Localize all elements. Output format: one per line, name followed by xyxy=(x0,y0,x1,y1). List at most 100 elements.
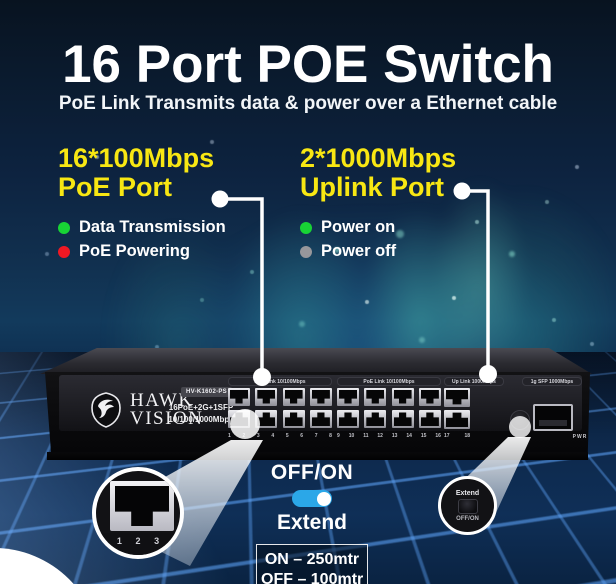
legend-label: PoE Powering xyxy=(79,242,190,261)
port-number: 3 xyxy=(154,536,160,546)
page-title: 16 Port POE Switch xyxy=(62,35,554,94)
rj45-port xyxy=(337,410,359,428)
highlight-spot-poe-port xyxy=(230,409,260,439)
spec-text: 16PoE+2G+1SFP 10/100/1000Mbps xyxy=(155,402,247,425)
range-info-box: ON – 250mtr OFF – 100mtr xyxy=(256,544,368,584)
legend-item-poe-powering: PoE Powering xyxy=(58,242,226,261)
extend-controls: OFF/ON Extend ON – 250mtr OFF – 100mtr xyxy=(247,461,377,584)
port-number: 17 xyxy=(444,433,450,439)
callout-poe-heading-line1: 16*100Mbps xyxy=(58,143,215,173)
uplink-port-group xyxy=(444,388,470,429)
highlight-spot-extend-button xyxy=(509,416,531,438)
rj45-port xyxy=(391,410,414,428)
magnified-extend-button xyxy=(457,498,478,514)
magnified-port-numbers: 1 2 3 xyxy=(96,533,180,555)
port-group2-label: PoE Link 10/100Mbps xyxy=(337,377,441,386)
port-number: 18 xyxy=(464,433,470,439)
port-number: 16 xyxy=(435,433,441,439)
switch-top-face xyxy=(40,348,592,374)
port-number: 9 xyxy=(337,433,340,439)
hawk-emblem-icon xyxy=(91,392,121,428)
legend-label: Data Transmission xyxy=(79,218,226,237)
magnified-extend-label: Extend xyxy=(455,489,480,497)
port-number: 14 xyxy=(406,433,412,439)
magnified-offon-label: OFF/ON xyxy=(456,515,479,522)
spec-line1: 16PoE+2G+1SFP xyxy=(168,403,234,412)
connector-dot xyxy=(211,190,229,208)
magnifier-circle-rj45: 1 2 3 xyxy=(92,467,184,559)
rj45-port xyxy=(309,410,332,428)
legend-item-power-on: Power on xyxy=(300,218,456,237)
range-on-line: ON – 250mtr xyxy=(264,551,360,568)
red-led-icon xyxy=(58,245,70,258)
off-on-label: OFF/ON xyxy=(270,461,354,484)
port-number: 5 xyxy=(285,433,289,439)
pwr-led-label: PWR xyxy=(572,434,588,440)
gray-led-icon xyxy=(300,245,312,258)
rj45-port xyxy=(391,388,414,406)
extend-label: Extend xyxy=(276,511,347,534)
port-group1-label: PoE Link 10/100Mbps xyxy=(228,377,332,386)
rj45-port xyxy=(444,410,470,429)
brand-line1: HAWK xyxy=(130,390,194,411)
uplink-label: Up Link 1000Mbps xyxy=(444,377,504,386)
port-number: 12 xyxy=(377,433,383,439)
legend-label: Power off xyxy=(321,242,397,261)
connector-dot xyxy=(479,365,497,383)
callout-poe-ports: 16*100Mbps PoE Port Data Transmission Po… xyxy=(58,143,226,261)
connector-dot xyxy=(253,368,271,386)
callout-poe-heading-line2: PoE Port xyxy=(58,172,173,203)
port-number: 10 xyxy=(348,433,355,439)
switch-bottom-edge xyxy=(47,452,588,460)
connector-dot xyxy=(453,182,471,200)
sfp-slot xyxy=(533,404,573,431)
page-subtitle: PoE Link Transmits data & power over a E… xyxy=(58,93,558,114)
legend-item-power-off: Power off xyxy=(300,242,456,261)
port-number: 15 xyxy=(420,433,427,439)
brand-name: HAWK VISION xyxy=(130,390,204,430)
port-number: 4 xyxy=(271,433,275,439)
poe-led-legend: Data Transmission PoE Powering xyxy=(58,218,226,261)
port-number: 6 xyxy=(300,433,304,439)
connector-line-right xyxy=(462,189,490,374)
callout-uplink-heading: 2*1000Mbps Uplink Port xyxy=(300,143,457,203)
model-badge: HV-K1602-PS xyxy=(181,387,232,397)
rj45-port xyxy=(255,388,278,406)
rj45-port xyxy=(364,410,387,428)
magnified-rj45-port xyxy=(110,481,174,531)
extend-toggle[interactable] xyxy=(292,490,332,507)
uplink-led-legend: Power on Power off xyxy=(300,218,456,261)
brand-line2: VISION xyxy=(130,408,204,430)
port-number: 1 xyxy=(116,536,122,546)
brand-logo: HAWK VISION xyxy=(90,390,204,430)
rj45-port xyxy=(364,388,387,406)
toggle-knob[interactable] xyxy=(316,491,331,506)
port-number: 1 xyxy=(228,433,231,439)
spec-line2: 10/100/1000Mbps xyxy=(168,414,234,424)
rj45-port xyxy=(228,388,250,406)
magnifier-circle-extend: Extend OFF/ON xyxy=(438,476,497,535)
port-number: 8 xyxy=(329,433,332,439)
port-number: 2 xyxy=(135,536,141,546)
callout-uplink-heading-line2: Uplink Port xyxy=(300,172,445,203)
callout-uplink-heading-line1: 2*1000Mbps xyxy=(300,143,457,173)
port-number: 13 xyxy=(391,433,398,439)
legend-item-data-transmission: Data Transmission xyxy=(58,218,226,237)
rj45-port xyxy=(282,410,305,428)
callout-poe-heading: 16*100Mbps PoE Port xyxy=(58,143,226,203)
connector-line-left xyxy=(220,197,264,377)
rj45-port xyxy=(337,388,359,406)
port-number: 3 xyxy=(256,433,260,439)
rj45-port xyxy=(418,388,441,406)
port-number: 11 xyxy=(363,433,369,439)
legend-label: Power on xyxy=(321,218,396,237)
rj45-port xyxy=(282,388,305,406)
poe-port-group-2 xyxy=(337,388,441,428)
port-number: 7 xyxy=(314,433,318,439)
callout-uplink-ports: 2*1000Mbps Uplink Port Power on Power of… xyxy=(300,143,457,261)
port-numbers-group-2: 9 10 11 12 13 14 15 16 xyxy=(337,433,441,439)
sfp-label: 1g SFP 1000Mbps xyxy=(522,377,582,386)
rj45-port xyxy=(418,410,441,428)
